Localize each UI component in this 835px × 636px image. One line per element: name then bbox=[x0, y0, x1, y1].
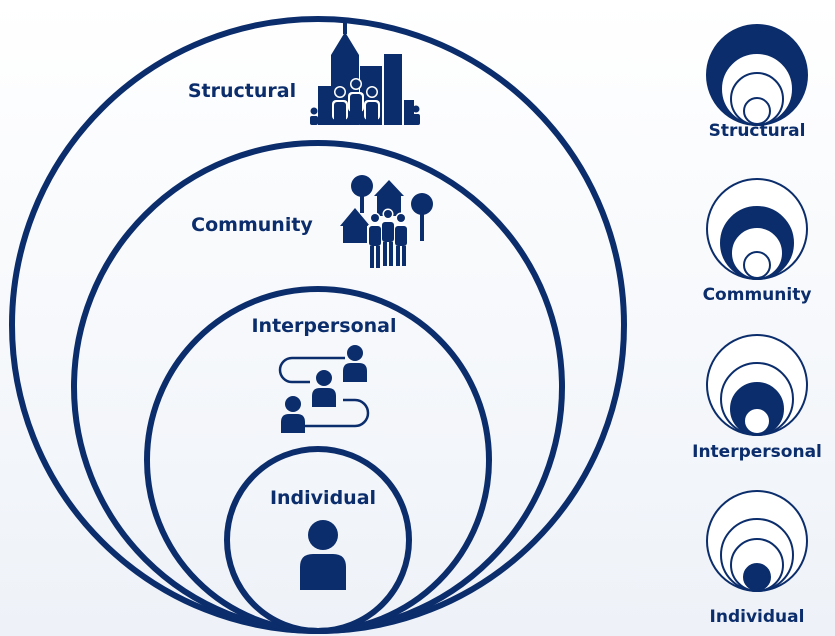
houses-trees-people-icon bbox=[340, 175, 433, 268]
legend-structural-label: Structural bbox=[708, 121, 806, 141]
legend-structural-thumbnail bbox=[706, 24, 808, 126]
structural-label: Structural bbox=[187, 80, 297, 102]
legend-individual-thumbnail bbox=[706, 490, 808, 592]
city-buildings-people-icon bbox=[310, 22, 420, 125]
legend-interpersonal-label: Interpersonal bbox=[692, 442, 822, 462]
legend-individual-label: Individual bbox=[709, 607, 805, 627]
community-label: Community bbox=[191, 214, 313, 236]
connected-people-icon bbox=[278, 345, 370, 433]
legend-interpersonal-thumbnail bbox=[706, 334, 808, 436]
interpersonal-label: Interpersonal bbox=[251, 315, 397, 337]
individual-circle bbox=[224, 446, 412, 634]
legend-community-label: Community bbox=[702, 285, 812, 305]
legend-community-thumbnail bbox=[706, 178, 808, 280]
person-icon bbox=[300, 520, 346, 590]
individual-label: Individual bbox=[269, 487, 377, 509]
